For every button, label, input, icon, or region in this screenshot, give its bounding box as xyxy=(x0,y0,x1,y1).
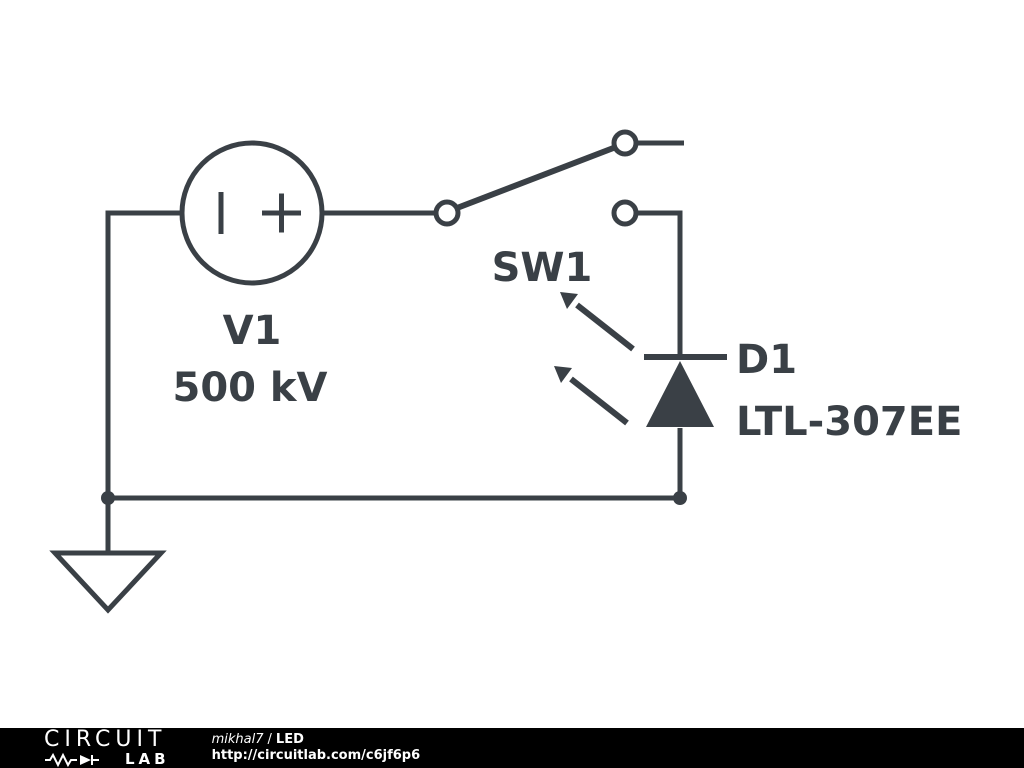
schematic-title: LED xyxy=(275,732,304,747)
switch-throw-top-terminal[interactable] xyxy=(611,129,639,157)
ground-triangle[interactable] xyxy=(49,550,167,614)
led-light-arrows xyxy=(554,292,635,426)
led-arrow-head xyxy=(554,366,572,383)
ground-symbol[interactable] xyxy=(49,498,167,614)
source-ref-label: V1 xyxy=(223,308,282,354)
switch-ref-label: SW1 xyxy=(492,245,593,291)
led[interactable] xyxy=(554,292,727,427)
labels: SW1 V1 500 kV D1 LTL-307EE xyxy=(173,245,963,445)
led-value-label: LTL-307EE xyxy=(736,399,962,445)
voltage-source-body[interactable] xyxy=(179,140,325,286)
resistor-diode-icon xyxy=(45,752,99,767)
switch-pole-terminal[interactable] xyxy=(433,199,461,227)
circuit-canvas: SW1 V1 500 kV D1 LTL-307EE xyxy=(49,129,963,614)
led-arrow-shaft xyxy=(575,302,635,352)
logo-lab-text: LAB xyxy=(125,750,170,768)
wire-left-and-bottom-rail[interactable] xyxy=(105,210,680,501)
led-ref-label: D1 xyxy=(736,337,797,383)
switch[interactable] xyxy=(433,129,639,227)
led-arrow-shaft xyxy=(569,376,629,426)
logo-circuit-text: CIRCUIT xyxy=(44,726,167,752)
wire-switch-to-led[interactable] xyxy=(636,210,683,357)
source-value-label: 500 kV xyxy=(173,365,328,411)
schematic-byline: mikhal7/LED xyxy=(212,732,421,748)
author-name: mikhal7 xyxy=(211,732,264,747)
junction-dot xyxy=(673,491,687,505)
footer-bar: CIRCUIT LAB mikhal7/LED http://circuitla… xyxy=(0,728,1024,768)
switch-throw-bottom-terminal[interactable] xyxy=(611,199,639,227)
schematic-url: http://circuitlab.com/c6jf6p6 xyxy=(211,748,421,763)
led-triangle[interactable] xyxy=(646,361,714,427)
voltage-source[interactable] xyxy=(179,140,325,286)
switch-blade[interactable] xyxy=(455,144,618,211)
circuitlab-logo: CIRCUIT LAB xyxy=(44,726,170,768)
led-arrow-head xyxy=(560,292,578,309)
byline-separator: / xyxy=(267,732,272,747)
